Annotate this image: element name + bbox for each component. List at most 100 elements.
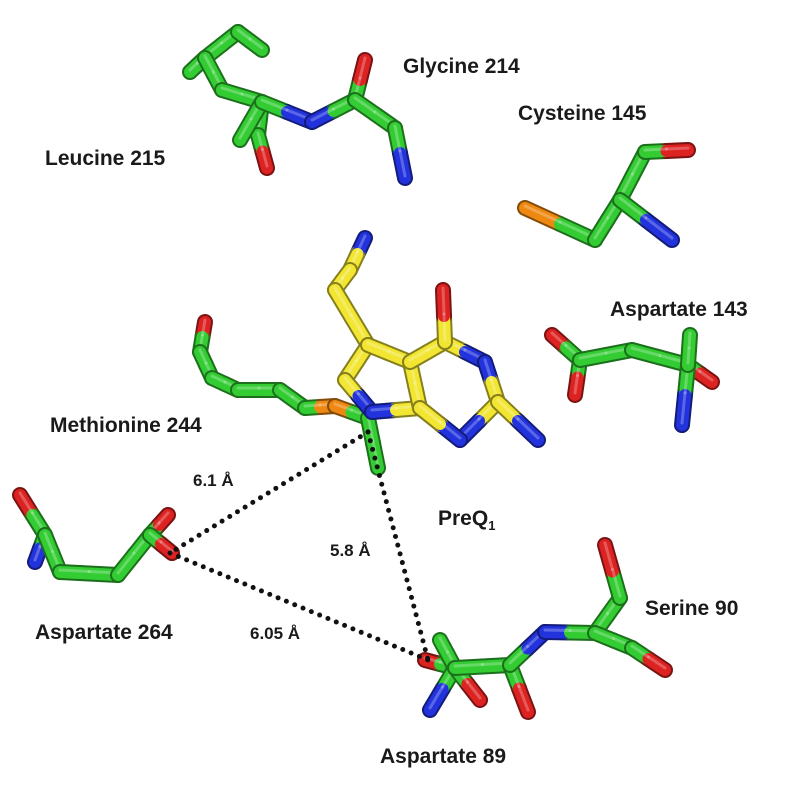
bond-highlight — [442, 312, 447, 342]
bond-fill — [256, 145, 273, 174]
bond-highlight — [665, 146, 690, 151]
bond-highlight — [593, 216, 609, 240]
bond-highlight — [261, 148, 269, 168]
bond-highlight — [43, 531, 54, 553]
bond-highlight — [543, 628, 572, 632]
label-preq1-ligand: PreQ1 — [438, 507, 495, 533]
bond-highlight — [33, 545, 42, 562]
distance-label-5-8: 5.8 Å — [330, 541, 371, 560]
preq1-amine-bond — [490, 394, 546, 448]
bond-highlight — [188, 61, 199, 72]
bond-highlight — [466, 680, 482, 700]
bond-highlight — [353, 96, 377, 114]
bond-highlight — [220, 86, 244, 96]
bond-highlight — [256, 131, 264, 151]
bond-highlight — [366, 341, 391, 353]
bond-highlight — [358, 56, 367, 80]
bond-highlight — [148, 531, 163, 544]
bond-highlight — [333, 402, 353, 412]
preq1-carbonyl-bond — [435, 282, 453, 350]
bond-highlight — [341, 266, 352, 280]
bond-highlight — [438, 420, 462, 440]
distance-line-6-1 — [167, 429, 371, 556]
bond-highlight — [201, 318, 207, 337]
bond-highlight — [278, 386, 294, 399]
bond-highlight — [260, 98, 289, 112]
bond-fill — [414, 402, 446, 430]
distance-line-6-05 — [167, 550, 431, 663]
methionine-244-chain-bond — [327, 398, 376, 426]
bond-highlight — [398, 149, 407, 178]
serine-90-sidechain-bond — [597, 537, 628, 606]
distance-label-6-1: 6.1 Å — [193, 471, 234, 490]
bond-fill — [234, 115, 257, 146]
preq1-aminomethyl-bond — [327, 282, 376, 353]
bond-highlight — [159, 540, 174, 553]
bond-fill — [424, 683, 449, 716]
bond-fill — [640, 214, 678, 246]
bond-highlight — [441, 286, 446, 316]
bond-highlight — [453, 663, 484, 668]
aspartate-89-carbonyl-bond — [447, 657, 518, 676]
distance-label-6-05: 6.05 Å — [250, 624, 301, 643]
bond-fill — [513, 682, 534, 718]
distance-line-5-8 — [365, 429, 431, 663]
aspartate-264-chain-bond — [52, 564, 126, 583]
bond-highlight — [333, 286, 353, 317]
bond-highlight — [496, 398, 520, 421]
glycine-214-tail-bond — [387, 120, 413, 186]
cysteine-145-chain-bond — [637, 142, 696, 160]
bond-highlight — [238, 117, 253, 140]
ligand-name: PreQ — [438, 507, 489, 530]
preq1-pyrimidine-ring-bond — [412, 400, 468, 448]
serine-90-backbone-bond — [624, 640, 673, 678]
bond-fill — [29, 542, 46, 568]
bond-fill — [642, 653, 671, 676]
bond-highlight — [687, 331, 692, 350]
bond-highlight — [508, 645, 529, 665]
bond-highlight — [18, 491, 34, 515]
bond-highlight — [310, 107, 335, 122]
bond-highlight — [371, 439, 380, 468]
aspartate-143-chain-bond — [624, 342, 696, 373]
bond-highlight — [573, 374, 579, 395]
label-glycine-214: Glycine 214 — [403, 55, 520, 78]
distance-lines — [167, 429, 431, 663]
label-methionine-244: Methionine 244 — [50, 414, 202, 437]
ligand-subscript: 1 — [488, 518, 496, 533]
aspartate-143-branch-bond — [680, 327, 698, 373]
bond-fill — [437, 284, 450, 322]
bond-highlight — [630, 644, 650, 659]
bond-highlight — [366, 414, 375, 443]
bond-highlight — [686, 346, 691, 365]
bond-highlight — [644, 216, 674, 240]
bond-highlight — [428, 685, 444, 710]
methionine-244-methyl-bond — [360, 410, 386, 476]
bond-highlight — [408, 348, 429, 362]
label-aspartate-264: Aspartate 264 — [35, 621, 173, 644]
bond-highlight — [611, 568, 622, 598]
bond-highlight — [523, 204, 562, 224]
bond-fill — [694, 367, 718, 388]
bond-highlight — [203, 54, 215, 74]
bond-highlight — [248, 37, 264, 50]
glycine-214-amide-bond — [254, 94, 320, 130]
bond-highlight — [516, 417, 540, 440]
bond-fill — [362, 339, 395, 360]
bond-fill — [683, 329, 696, 356]
bond-fill — [512, 415, 544, 446]
bond-fill — [394, 147, 411, 184]
bond-fill — [599, 539, 619, 578]
bond-highlight — [370, 406, 398, 412]
bond-fill — [354, 54, 371, 86]
bond-highlight — [356, 234, 367, 254]
bond-highlight — [550, 331, 568, 347]
molecule-sticks — [12, 24, 720, 720]
cysteine-145-chain-bond — [517, 200, 603, 248]
bond-highlight — [303, 403, 322, 408]
bond-highlight — [198, 348, 208, 365]
bond-highlight — [236, 28, 252, 41]
leucine-215-backbone-bond — [250, 127, 275, 176]
